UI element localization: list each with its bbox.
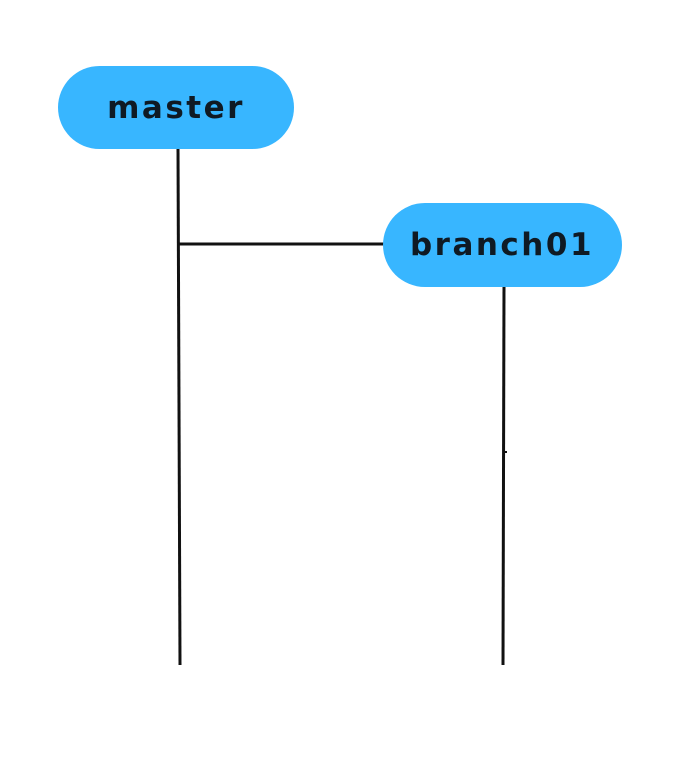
master-node-pill <box>58 66 294 149</box>
master-node: master <box>58 66 294 149</box>
branch01-node-pill <box>383 203 622 287</box>
branch01-node-label: branch01 <box>410 227 594 263</box>
branch01-node: branch01 <box>383 203 622 287</box>
master-node-label: master <box>107 90 245 126</box>
branch01-branch-line <box>501 285 506 666</box>
master-branch-line <box>176 147 182 666</box>
